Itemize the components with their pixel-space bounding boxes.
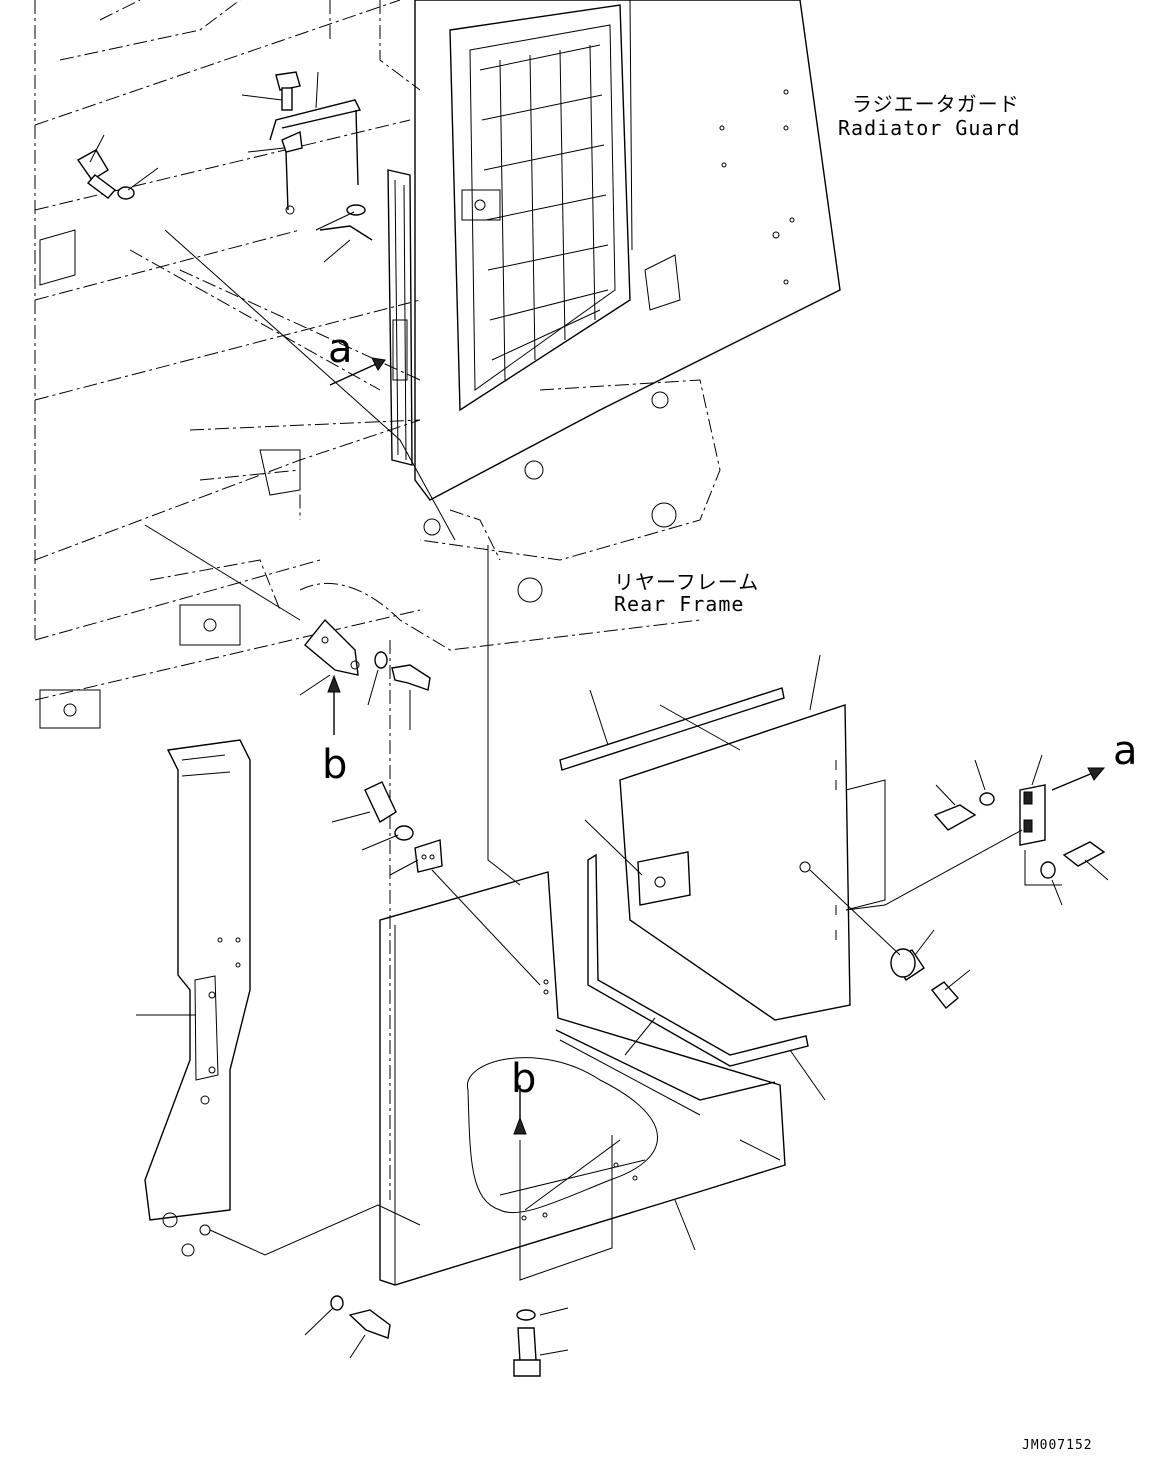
- radiator-guard: [414, 0, 841, 501]
- rear-frame-outline: [34, 0, 721, 1200]
- callout-b-center: b: [511, 1056, 537, 1102]
- bracket-b: [144, 524, 431, 735]
- upper-cover-panel: [559, 654, 886, 1251]
- leader-lines-upper: [89, 71, 521, 886]
- upper-fasteners: [76, 71, 373, 241]
- lower-fasteners: [304, 1295, 569, 1377]
- callout-a-upper: a: [328, 326, 353, 372]
- hinge-rail: [387, 169, 413, 466]
- callout-a-right: a: [1113, 728, 1138, 774]
- drawing-code: JM007152: [1022, 1438, 1093, 1453]
- rubber-stopper: [809, 869, 971, 1010]
- rear-frame-label-en: Rear Frame: [614, 592, 745, 616]
- latch-assembly: [845, 754, 1109, 911]
- arrow-a-upper: [329, 357, 386, 386]
- callout-b-left: b: [322, 742, 348, 788]
- radiator-guard-label-jp: ラジエータガード: [852, 92, 1020, 116]
- radiator-guard-label-en: Radiator Guard: [838, 116, 1021, 140]
- lower-cover-panel: [379, 871, 786, 1286]
- rear-frame-label-jp: リヤーフレーム: [614, 570, 760, 594]
- vertical-support: [136, 739, 421, 1257]
- middle-fasteners: [331, 781, 541, 986]
